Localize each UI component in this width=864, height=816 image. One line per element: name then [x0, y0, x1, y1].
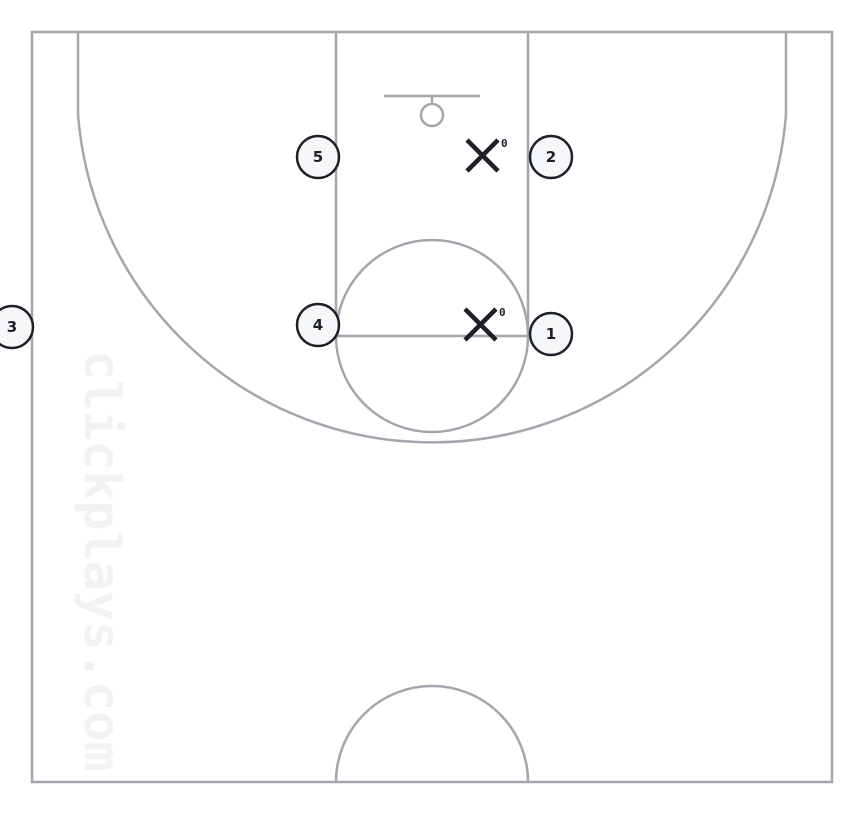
player-4-number: 4 [313, 316, 323, 334]
defender-x-icon-stroke [465, 138, 500, 173]
player-1-circle [528, 311, 574, 357]
player-1[interactable]: 1 [528, 311, 574, 357]
player-3-circle [0, 304, 35, 350]
watermark-text: clickplays.com [73, 350, 131, 771]
player-1-number: 1 [546, 325, 556, 343]
player-2-circle [528, 134, 574, 180]
defender-x-icon-stroke [463, 307, 498, 342]
player-3-number: 3 [7, 318, 17, 336]
court-boundary [30, 30, 834, 784]
center-circle [334, 684, 530, 783]
player-5-circle [295, 134, 341, 180]
player-2[interactable]: 2 [528, 134, 574, 180]
lane [334, 32, 530, 338]
player-4-circle [295, 302, 341, 348]
three-point-line [76, 32, 788, 444]
basket-rim [419, 102, 445, 128]
defender-label: 0 [501, 137, 508, 150]
player-2-number: 2 [546, 148, 556, 166]
player-3[interactable]: 3 [0, 304, 35, 350]
player-4[interactable]: 4 [295, 302, 341, 348]
defender-1[interactable]: 0 [465, 137, 508, 173]
player-5[interactable]: 5 [295, 134, 341, 180]
defender-2[interactable]: 0 [463, 306, 506, 342]
defender-label: 0 [499, 306, 506, 319]
player-5-number: 5 [313, 148, 323, 166]
